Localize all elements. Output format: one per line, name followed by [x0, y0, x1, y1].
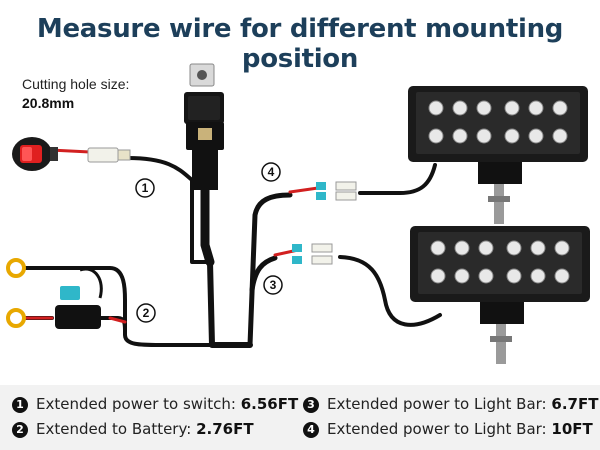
legend-value-3: 6.7FT: [551, 395, 599, 413]
legend-item-3: 3 Extended power to Light Bar: 6.7FT: [303, 395, 598, 413]
legend-number-1: 1: [12, 397, 28, 413]
legend-item-2: 2 Extended to Battery: 2.76FT: [12, 420, 254, 438]
rocker-switch-icon: [12, 137, 58, 171]
callout-1-number: 1: [142, 181, 149, 195]
relay-trunk: [200, 180, 215, 267]
page-title: Measure wire for different mounting posi…: [36, 14, 564, 74]
legend-number-3: 3: [303, 397, 319, 413]
legend-text-3: Extended power to Light Bar:: [327, 395, 547, 413]
callout-3: 3: [263, 275, 283, 295]
cutting-hole-label: Cutting hole size:: [22, 76, 130, 92]
callout-2: 2: [136, 303, 156, 323]
top-connector-icon: [316, 181, 357, 201]
callout-1: 1: [135, 178, 155, 198]
relay-icon: [184, 63, 224, 190]
legend-value-4: 10FT: [551, 420, 593, 438]
callout-4: 4: [261, 162, 281, 182]
legend-number-4: 4: [303, 422, 319, 438]
cutting-hole-value: 20.8mm: [22, 95, 75, 111]
wiring-diagram: 1 2 3 4: [6, 63, 590, 364]
upper-branch-wire: [247, 192, 293, 348]
lower-branch-wire: [249, 255, 278, 293]
legend-text-2: Extended to Battery:: [36, 420, 192, 438]
harness-trunk: [207, 259, 253, 348]
legend: 1 Extended power to switch: 6.56FT 2 Exten…: [0, 385, 600, 450]
legend-item-4: 4 Extended power to Light Bar: 10FT: [303, 420, 593, 438]
light-bar-top-icon: [408, 86, 588, 224]
legend-item-1: 1 Extended power to switch: 6.56FT: [12, 395, 298, 413]
fuse-holder-icon: [55, 267, 103, 329]
legend-value-1: 6.56FT: [240, 395, 299, 413]
legend-text-1: Extended power to switch:: [36, 395, 236, 413]
callout-4-number: 4: [268, 165, 275, 179]
switch-connector-icon: [87, 147, 131, 163]
callout-3-number: 3: [270, 278, 277, 292]
switch-wire: [126, 156, 212, 264]
top-lightbar-cable: [358, 163, 437, 195]
battery-terminal-positive-icon: [6, 258, 26, 278]
battery-terminal-negative-icon: [6, 308, 26, 328]
bottom-connector-icon: [292, 243, 333, 265]
legend-number-2: 2: [12, 422, 28, 438]
legend-value-2: 2.76FT: [196, 420, 254, 438]
bottom-lightbar-cable: [338, 255, 442, 327]
callout-2-number: 2: [143, 306, 150, 320]
legend-text-4: Extended power to Light Bar:: [327, 420, 547, 438]
battery-positive-wire: [22, 266, 252, 347]
red-wire-top-connector: [288, 186, 320, 194]
light-bar-bottom-icon: [410, 226, 590, 364]
